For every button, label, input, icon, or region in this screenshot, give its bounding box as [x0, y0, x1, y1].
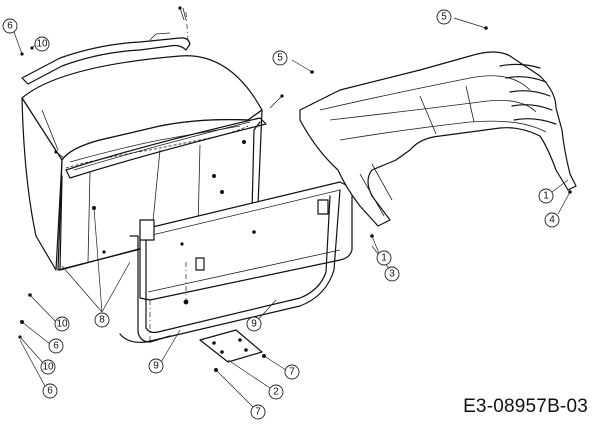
callout-6-left-bottom: 6 — [42, 383, 58, 399]
svg-text:9: 9 — [251, 319, 257, 330]
callout-8: 8 — [94, 312, 110, 328]
callout-7-upper: 7 — [284, 364, 300, 380]
callout-9-left: 9 — [148, 358, 164, 374]
chute-frame — [119, 181, 353, 343]
callout-6-left-middle: 6 — [48, 338, 64, 354]
callout-7-lower: 7 — [250, 404, 266, 420]
callout-4-right: 4 — [544, 212, 560, 228]
svg-text:3: 3 — [389, 269, 395, 280]
svg-text:2: 2 — [273, 387, 279, 398]
svg-text:7: 7 — [289, 367, 295, 378]
callout-1-right: 1 — [538, 188, 554, 204]
svg-text:1: 1 — [381, 253, 387, 264]
callout-5-center: 5 — [272, 50, 288, 66]
svg-text:6: 6 — [53, 341, 59, 352]
callout-5-right: 5 — [436, 9, 452, 25]
leader-lines — [13, 17, 571, 409]
svg-text:10: 10 — [36, 39, 48, 50]
svg-text:4: 4 — [549, 215, 555, 226]
svg-text:1: 1 — [543, 191, 549, 202]
bag-top-rail — [21, 7, 191, 85]
svg-text:5: 5 — [441, 12, 447, 23]
callout-9-right: 9 — [246, 316, 262, 332]
callout-10-left-upper: 10 — [54, 316, 70, 332]
svg-text:10: 10 — [42, 362, 54, 373]
svg-text:6: 6 — [47, 386, 53, 397]
svg-text:8: 8 — [99, 315, 105, 326]
callout-10-left-lower: 10 — [40, 359, 56, 375]
callout-10-top-left: 10 — [34, 36, 50, 52]
callout-6-top-left: 6 — [2, 18, 18, 34]
callout-2: 2 — [268, 384, 284, 400]
svg-text:7: 7 — [255, 407, 261, 418]
svg-text:9: 9 — [153, 361, 159, 372]
callout-1-center: 1 — [376, 250, 392, 266]
svg-text:10: 10 — [56, 319, 68, 330]
chute-plate — [199, 329, 263, 363]
callouts: 6 10 5 5 1 4 1 3 8 10 6 10 6 9 9 7 2 7 — [2, 9, 560, 420]
svg-text:5: 5 — [277, 53, 283, 64]
callout-3-center: 3 — [384, 266, 400, 282]
discharge-chute — [299, 51, 577, 227]
drawing-code-label: E3-08957B-03 — [463, 396, 588, 417]
chute-ribs — [499, 63, 557, 125]
svg-text:6: 6 — [7, 21, 13, 32]
